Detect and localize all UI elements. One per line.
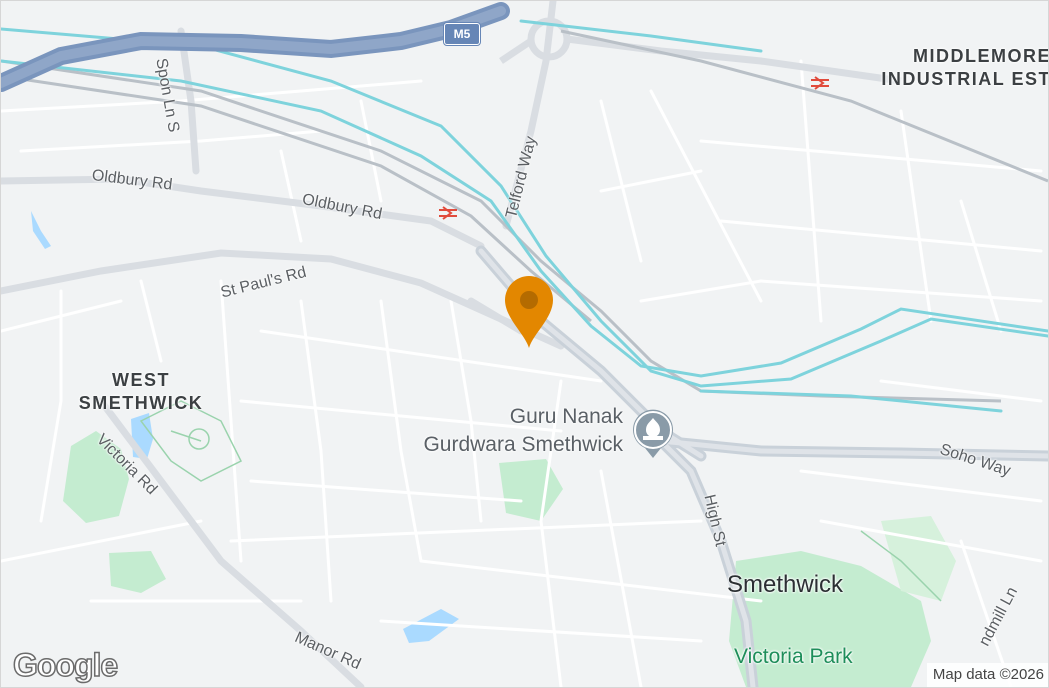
area-label-middlemore-line2: INDUSTRIAL EST (881, 69, 1049, 89)
area-label-west-smethwick-line1: WEST (112, 370, 170, 390)
poi-label-gurdwara-line1: Guru Nanak (509, 405, 623, 428)
roundabout (499, 17, 902, 85)
map-attribution[interactable]: Map data ©2026 (926, 663, 1048, 687)
park-label-victoria-park: Victoria Park (734, 645, 853, 668)
google-logo[interactable]: Google (12, 646, 119, 684)
poi-label-gurdwara-line2: Gurdwara Smethwick (423, 433, 623, 456)
canals (1, 19, 1048, 413)
area-label-middlemore-line1: MIDDLEMORE (913, 46, 1049, 66)
m5-motorway (1, 2, 510, 92)
gurdwara-icon[interactable] (628, 406, 678, 462)
secondary-roads (1, 1, 565, 687)
parks (63, 431, 956, 687)
location-pin-icon[interactable] (501, 274, 557, 350)
m5-shield: M5 (444, 23, 480, 45)
rail-station-icon (439, 206, 457, 220)
area-label-west-smethwick: WEST SMETHWICK (61, 369, 221, 415)
area-label-west-smethwick-line2: SMETHWICK (78, 393, 204, 413)
poi-label-gurdwara[interactable]: Guru Nanak Gurdwara Smethwick (359, 403, 623, 459)
minor-streets (1, 59, 1043, 687)
town-label-smethwick: Smethwick (727, 571, 844, 598)
area-label-middlemore: MIDDLEMORE INDUSTRIAL EST (841, 45, 1049, 91)
rail-station-icon (811, 76, 829, 90)
